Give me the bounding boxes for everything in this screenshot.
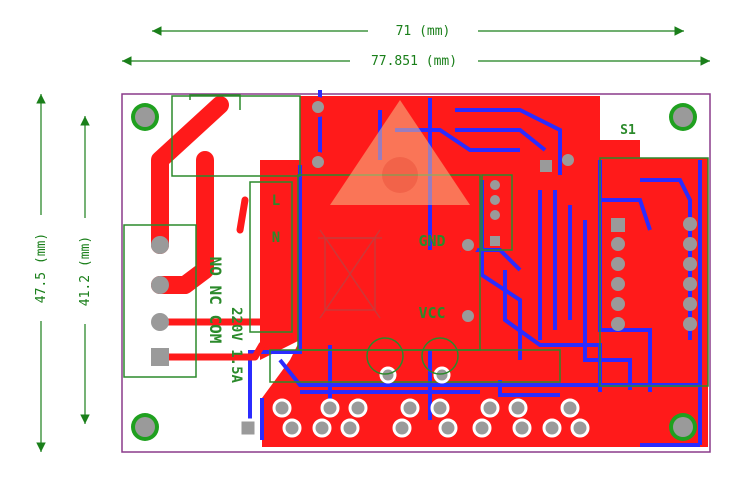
vcc-label: VCC — [418, 304, 445, 322]
dimension-left-outer: 47.5 (mm) — [33, 94, 49, 452]
s1-label: S1 — [620, 123, 636, 138]
top-copper-traces — [151, 96, 266, 361]
terminal-block-pads — [151, 236, 169, 366]
l-label: L — [272, 193, 280, 209]
dimension-top-outer: 77.851 (mm) — [122, 53, 710, 69]
terminal-labels: NO NC COM — [206, 257, 225, 344]
dimension-top-inner-label: 71 (mm) — [396, 24, 451, 39]
rating-label: 220V 1.5A — [228, 307, 244, 383]
n-label: N — [272, 230, 280, 246]
dimension-left-inner-label: 41.2 (mm) — [78, 236, 93, 306]
relay-pads — [308, 97, 478, 326]
dimension-left-inner: 41.2 (mm) — [77, 116, 93, 424]
gnd-label: GND — [418, 232, 445, 250]
led-outlines — [366, 337, 459, 375]
mounting-holes — [131, 103, 697, 441]
bottom-copper-traces — [248, 90, 702, 447]
dimension-top-outer-label: 77.851 (mm) — [371, 54, 457, 69]
silkscreen-outlines — [123, 94, 709, 387]
connector-pads — [490, 154, 697, 331]
weee-bin-icon — [318, 229, 382, 319]
header-pads — [238, 366, 590, 438]
dimension-top-inner: 71 (mm) — [152, 23, 684, 39]
dimension-left-outer-label: 47.5 (mm) — [34, 233, 49, 303]
watermark-logo — [330, 100, 470, 205]
